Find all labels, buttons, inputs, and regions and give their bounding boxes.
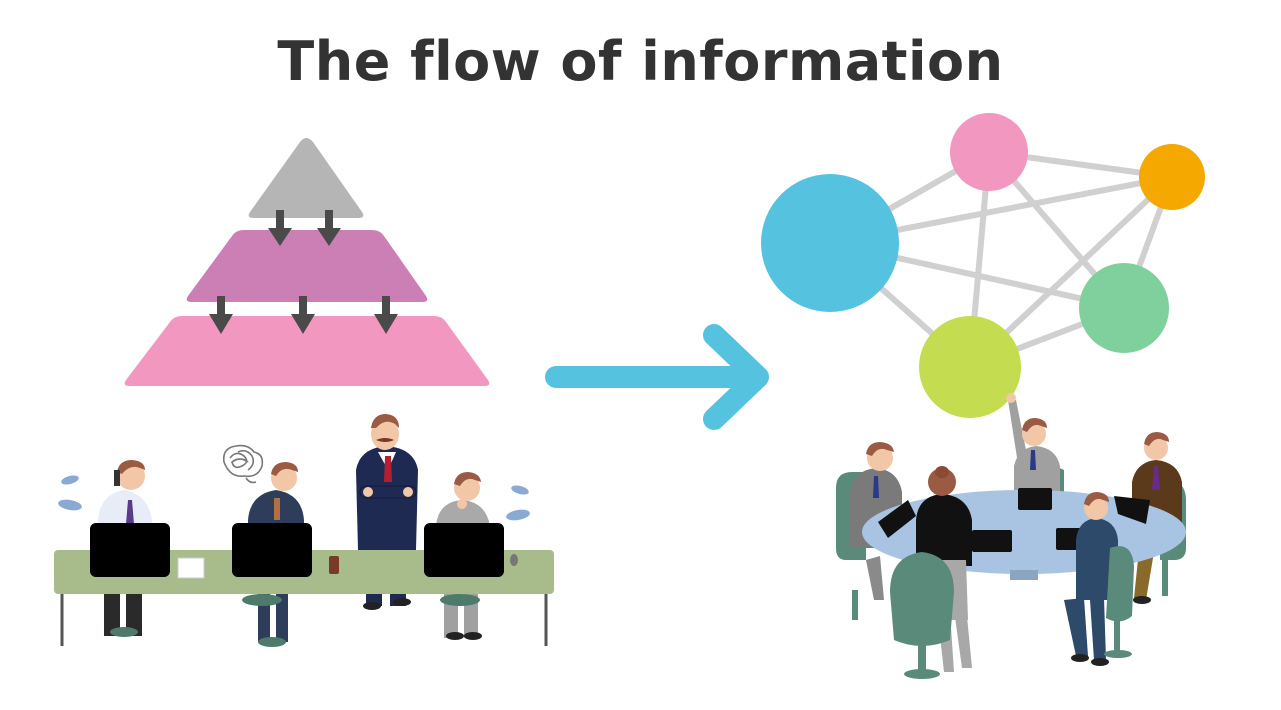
- paper-sheet: [177, 557, 205, 579]
- orange-node: [1139, 144, 1205, 210]
- laptop-icon: [878, 488, 1150, 552]
- right-arrow-icon: [545, 324, 769, 430]
- laptop-icon: [90, 523, 504, 577]
- tangled-thought-icon: [222, 444, 264, 484]
- right-front-chair: [1104, 546, 1134, 658]
- office-chairs: [110, 594, 480, 647]
- down-arrow-icon: [209, 210, 398, 334]
- desk-phone: [510, 554, 518, 566]
- green-node: [1079, 263, 1169, 353]
- colleague-raising-hand: [1006, 393, 1060, 496]
- information-network: [761, 113, 1205, 418]
- front-chair: [890, 552, 954, 679]
- round-table-base: [1010, 570, 1038, 580]
- coffee-cup: [329, 556, 339, 574]
- pink-node: [950, 113, 1028, 191]
- page-title: The flow of information: [277, 30, 1004, 93]
- collaborative-meeting-scene: [836, 393, 1186, 679]
- pyramid-bottom-tier: [124, 316, 490, 386]
- sweat-drop-icon: [58, 475, 530, 521]
- colleague-navy-suit: [1064, 492, 1118, 666]
- lime-node: [919, 316, 1021, 418]
- pyramid-middle-tier: [186, 230, 428, 302]
- desk-legs: [60, 590, 548, 646]
- hierarchy-pyramid: [124, 138, 490, 386]
- pyramid-top-tier: [248, 138, 364, 218]
- blue-node: [761, 174, 899, 312]
- hierarchical-office-scene: [54, 414, 554, 647]
